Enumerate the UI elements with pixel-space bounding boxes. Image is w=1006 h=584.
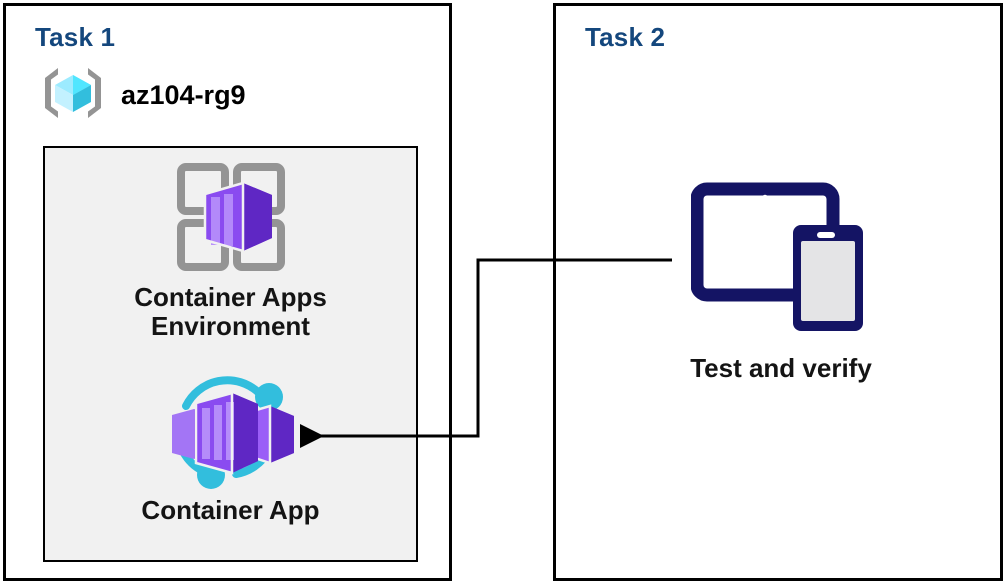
- resource-group-name: az104-rg9: [121, 80, 246, 110]
- devices-icon-plate: [667, 162, 895, 352]
- container-apps-environment-icon: [172, 158, 290, 281]
- resource-group-header: az104-rg9: [39, 64, 246, 127]
- task-1-title: Task 1: [35, 22, 116, 52]
- node-container-apps-environment: Container Apps Environment: [63, 158, 398, 341]
- node-test-and-verify: Test and verify: [625, 162, 937, 383]
- task-1-panel: Task 1 az104-rg9: [3, 3, 452, 581]
- task-2-title: Task 2: [585, 22, 666, 52]
- container-app-icon: [158, 371, 304, 494]
- node-container-app: Container App: [63, 371, 398, 525]
- resource-group-icon: [39, 64, 107, 127]
- test-and-verify-label: Test and verify: [690, 353, 872, 383]
- container-apps-environment-label: Container Apps Environment: [134, 282, 327, 342]
- container-app-label: Container App: [141, 495, 320, 525]
- devices-icon: [690, 175, 871, 340]
